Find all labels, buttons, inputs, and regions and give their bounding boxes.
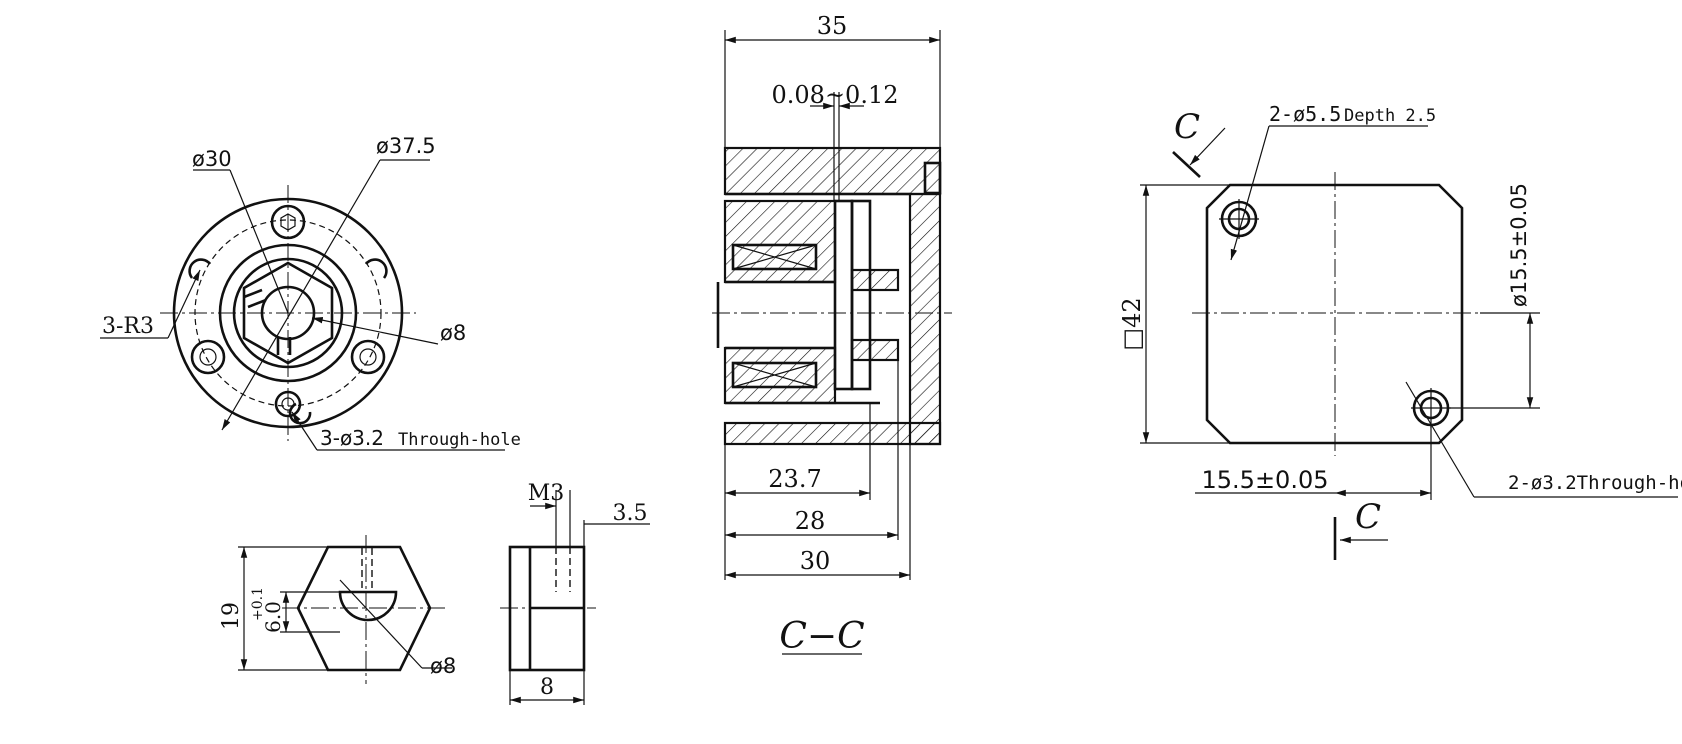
width-8-label: 8 [540,675,554,700]
dim-3-5-label: 3.5 [613,501,648,526]
dia-30-label: ø30 [192,147,232,171]
hex-dia-8-label: ø8 [430,654,456,678]
holes-top-label: 2-ø5.5 [1269,102,1341,126]
dia-8-label: ø8 [440,321,466,345]
radius-label: 3-R3 [102,314,154,339]
section-title: C−C [779,616,864,657]
thread-label: M3 [528,481,565,506]
hex-height-label: 19 [219,602,244,630]
section-mark-top: C [1174,107,1200,147]
holes-bottom-label: 2-ø3.2Through-hole [1508,472,1682,494]
tol-value-label: 6.0 [261,601,285,633]
tol-upper-label: +0.1 [250,587,266,621]
front-view: ø30 ø37.5 3-R3 ø8 3-ø3.2 Through-hole [100,134,521,451]
holes-top-depth: Depth 2.5 [1344,106,1436,126]
dia-37-5-label: ø37.5 [376,134,436,158]
square-42-label: □42 [1118,297,1146,350]
through-hole-count: 3-ø3.2 [320,426,384,450]
coupling-hex-view: 19 +0.1 6.0 ø8 [219,535,456,684]
through-hole-note: Through-hole [398,430,521,450]
dim-23-7-label: 23.7 [768,465,821,493]
width-35-label: 35 [817,12,848,40]
mount-plate-view: C C 2-ø5.5 Depth 2.5 □42 ø15.5±0.05 15.5… [1118,102,1682,560]
dim-28-label: 28 [795,507,826,535]
section-mark-bottom: C [1355,497,1381,537]
coupling-side-view: M3 3.5 8 [500,481,650,705]
dim-30-label: 30 [800,547,831,575]
section-view: 35 0.08~0.12 23.7 28 30 C−C [712,12,952,657]
dia-15-5-label: ø15.5±0.05 [1507,183,1531,307]
offset-label: 15.5±0.05 [1202,466,1329,494]
gap-label: 0.08~0.12 [772,81,899,109]
